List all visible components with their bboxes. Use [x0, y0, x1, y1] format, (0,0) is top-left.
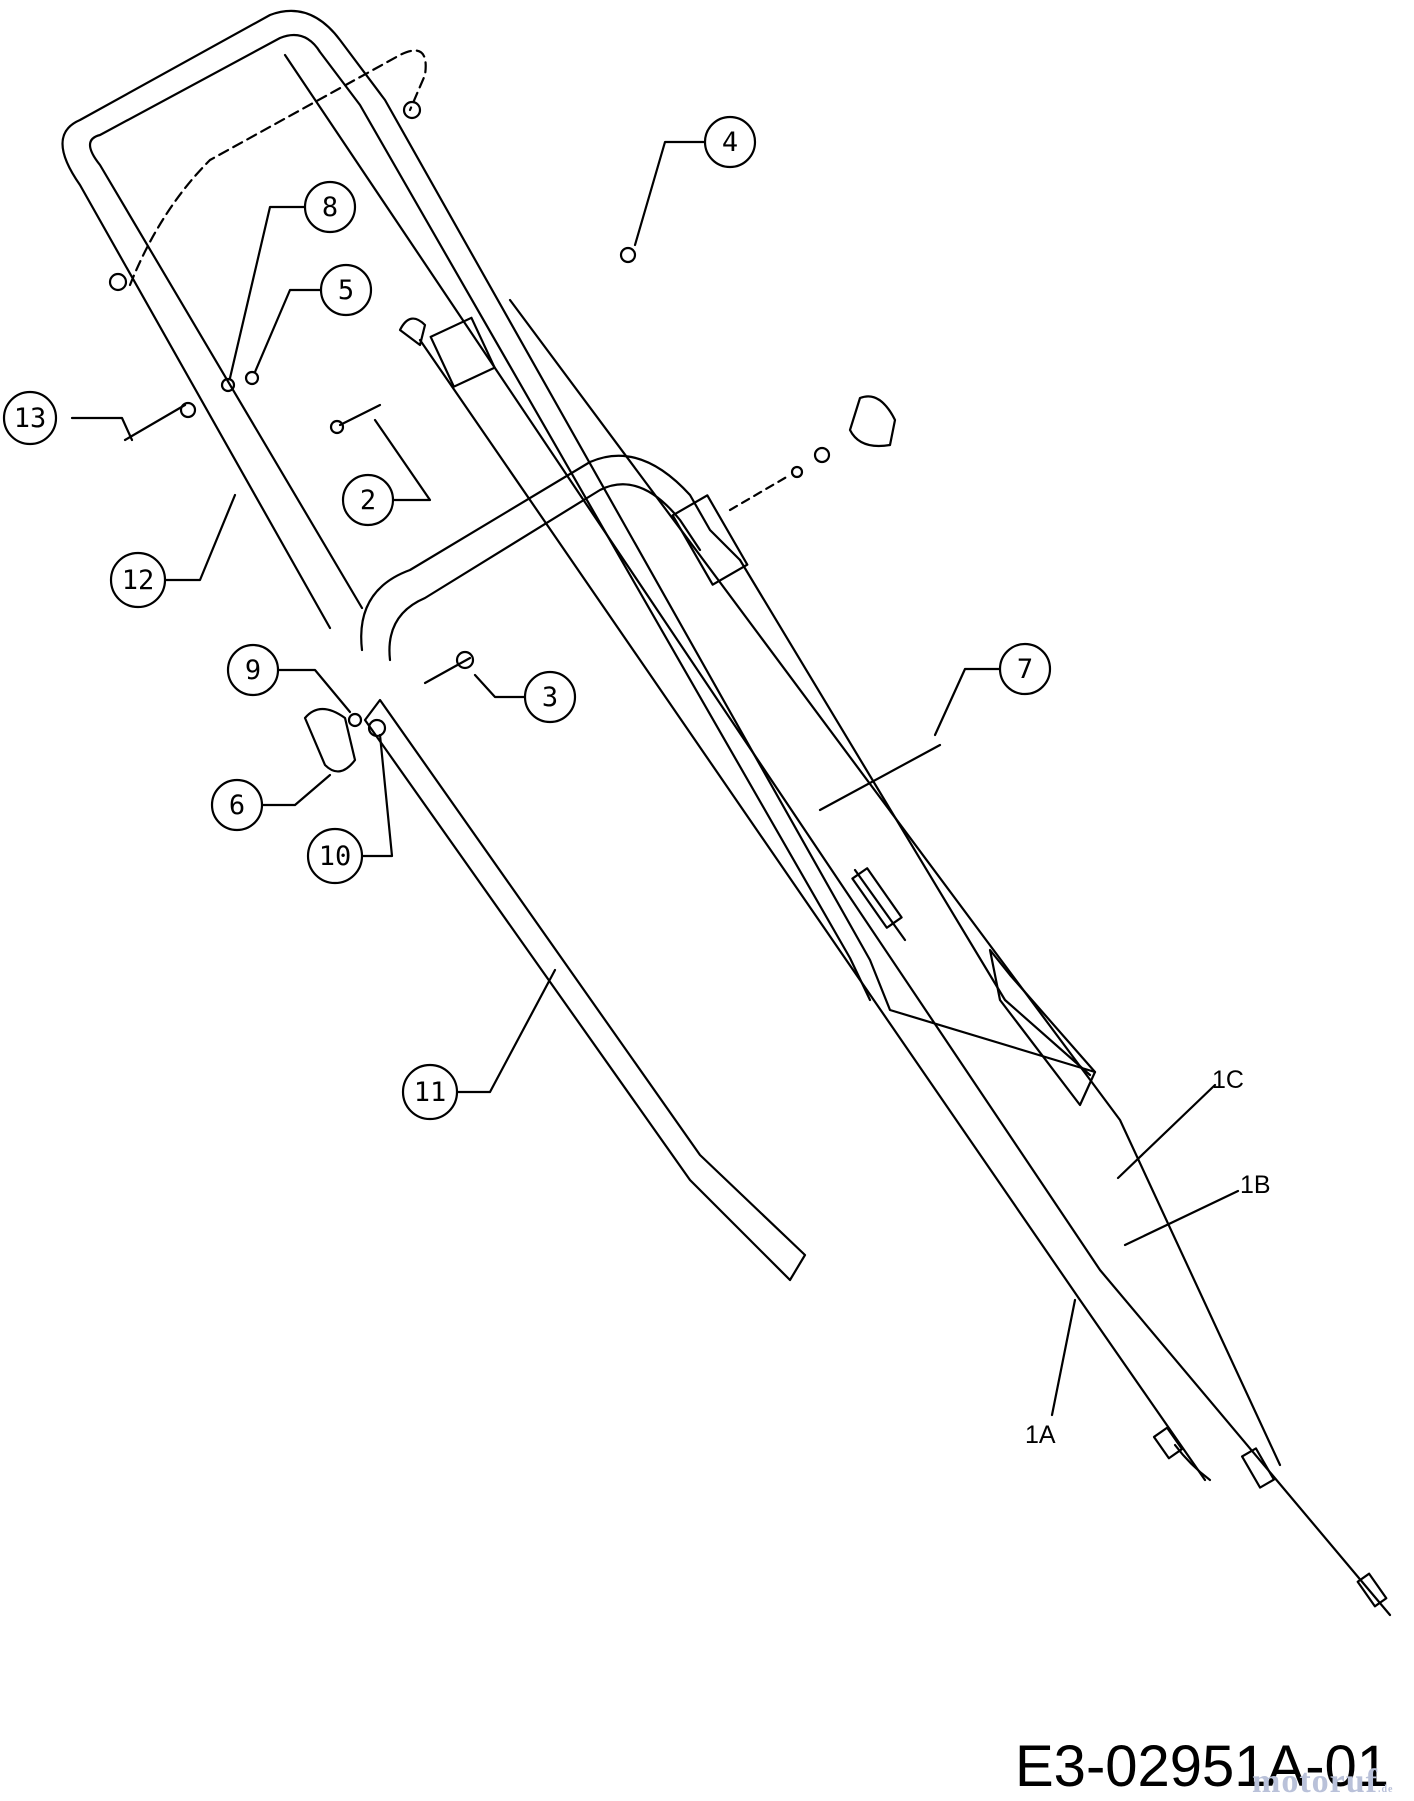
cable-1c: [283, 53, 1392, 1617]
callout-7: 7: [998, 642, 1052, 696]
leader-5: [253, 288, 324, 374]
leader-13: [70, 416, 134, 442]
lower-handle-tube: [360, 454, 742, 652]
bolt-3: [423, 656, 472, 685]
svg-text:5: 5: [338, 275, 354, 306]
callout-12: 12: [109, 551, 167, 609]
handle-bracket-right: [671, 494, 749, 586]
washer-9: [347, 712, 363, 728]
bolt-13: [123, 403, 187, 442]
watermark-suffix: .de: [1377, 1784, 1394, 1795]
nut-4: [619, 246, 637, 264]
control-bar-pivot-left: [108, 272, 128, 292]
svg-text:12: 12: [122, 565, 155, 596]
callout-3: 3: [523, 670, 577, 724]
svg-text:2: 2: [360, 485, 376, 516]
svg-text:11: 11: [414, 1077, 447, 1108]
control-knob: [398, 317, 427, 347]
control-bar: [128, 49, 427, 287]
callout-8: 8: [303, 180, 357, 234]
cable-1a: [418, 338, 1207, 1482]
cable-1b-spring: [1240, 1447, 1276, 1489]
washer-10: [367, 718, 387, 738]
cable-adjuster: [853, 868, 907, 942]
bolt-3-head: [455, 650, 475, 670]
leader-4: [633, 140, 710, 247]
control-housing: [429, 316, 496, 388]
svg-text:9: 9: [245, 655, 261, 686]
callout-6: 6: [210, 778, 264, 832]
leader-3: [473, 673, 526, 699]
lower-handle-right-leg: [738, 558, 1092, 1077]
upper-handle-tube: [61, 9, 1097, 1074]
leader-7: [933, 667, 1001, 737]
cable-1c-sleeve: [1356, 1572, 1388, 1608]
washer-right-b: [790, 465, 804, 479]
callout-13: 13: [2, 390, 58, 446]
upper-handle-bracket: [988, 948, 1097, 1107]
leader-6: [260, 773, 332, 807]
nut-8: [220, 377, 236, 393]
leader-2: [373, 418, 432, 502]
bolt-right-axis: [728, 473, 792, 512]
callout-11: 11: [401, 1063, 459, 1121]
fastener-12: [179, 401, 197, 419]
bolt-2: [338, 403, 382, 427]
handle-knob-right: [848, 395, 897, 448]
lower-handle-left-leg: [363, 698, 807, 1282]
control-bar-pivot-right: [402, 100, 422, 120]
svg-text:10: 10: [319, 841, 352, 872]
callout-4: 4: [703, 115, 757, 169]
leader-12: [164, 493, 237, 582]
cable-1a-sleeve: [1152, 1426, 1184, 1460]
callout-9: 9: [226, 643, 280, 697]
cable-1b: [508, 298, 1282, 1467]
leader-9: [268, 668, 352, 714]
label-1a: 1A: [1025, 1421, 1056, 1449]
cable-1a-end: [1173, 1443, 1212, 1482]
leader-1a: [1050, 1298, 1077, 1417]
leader-1c: [1116, 1083, 1217, 1180]
bolt-2-head: [329, 419, 345, 435]
upper-handle-tube-inner: [88, 34, 872, 1002]
lower-handle-tube-inner: [388, 483, 702, 662]
drawing-number: E3-02951A-01: [1015, 1734, 1390, 1799]
svg-text:8: 8: [322, 192, 338, 223]
svg-text:6: 6: [229, 790, 245, 821]
watermark-text: motoruf: [1252, 1763, 1378, 1800]
nut-5: [244, 370, 260, 386]
leader-10: [359, 733, 394, 858]
watermark-logo: motoruf.de: [1252, 1763, 1393, 1801]
label-1c: 1C: [1212, 1066, 1244, 1094]
callout-2: 2: [341, 473, 395, 527]
cable-adjuster-body: [851, 867, 903, 929]
cable-tie: [818, 743, 942, 812]
svg-text:4: 4: [722, 127, 738, 158]
washer-right-a: [813, 446, 831, 464]
label-1b: 1B: [1240, 1171, 1271, 1199]
leader-1b: [1123, 1189, 1240, 1247]
callout-5: 5: [319, 263, 373, 317]
svg-text:13: 13: [14, 403, 47, 434]
handle-knob-left: [303, 707, 357, 773]
leader-11: [455, 968, 557, 1094]
svg-text:3: 3: [542, 682, 558, 713]
svg-text:7: 7: [1017, 654, 1033, 685]
leader-8: [228, 205, 308, 380]
callout-10: 10: [306, 827, 364, 885]
